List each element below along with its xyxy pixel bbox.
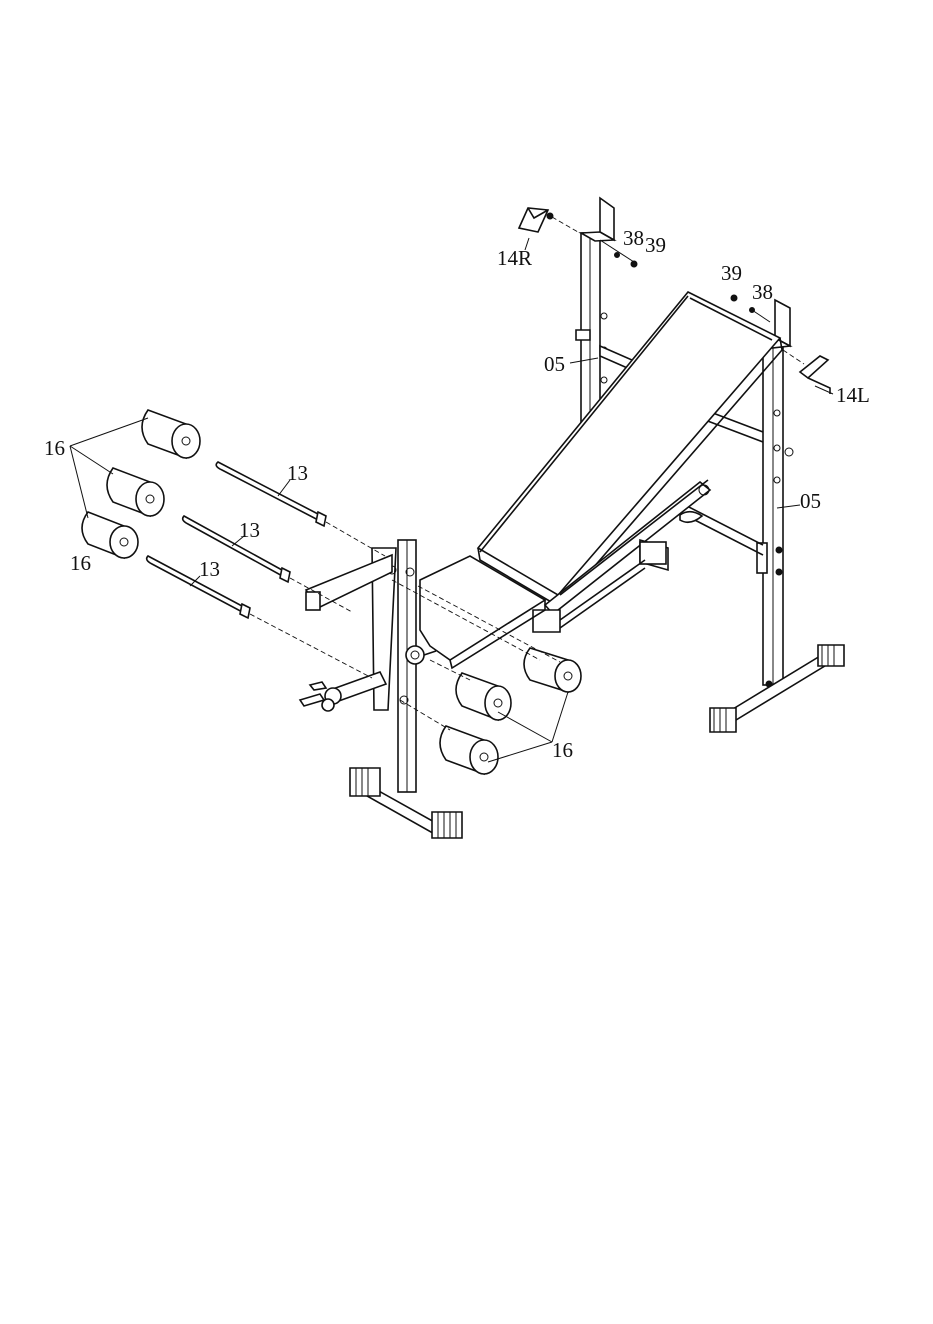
foam-roller-1 <box>142 410 200 458</box>
label-16-bottom-right: 16 <box>552 738 573 762</box>
foam-roller-2 <box>107 468 164 516</box>
foam-roller-5 <box>456 673 511 720</box>
label-13-bottom: 13 <box>199 557 220 581</box>
label-13-top: 13 <box>287 461 308 485</box>
label-39-left: 39 <box>721 261 742 285</box>
label-39-right: 39 <box>645 233 666 257</box>
label-38-right: 38 <box>623 226 644 250</box>
label-05-front: 05 <box>800 489 821 513</box>
safety-clip-14L <box>783 350 830 394</box>
label-05-rear: 05 <box>544 352 565 376</box>
label-13-middle: 13 <box>239 518 260 542</box>
label-14L: 14L <box>836 383 870 407</box>
label-14R: 14R <box>497 246 532 270</box>
leg-developer <box>300 540 436 792</box>
backrest-pad <box>478 292 782 606</box>
foam-roller-4 <box>524 648 581 692</box>
safety-clip-14R <box>519 208 578 232</box>
tube-13-1 <box>216 462 326 526</box>
foam-roller-6 <box>440 726 498 774</box>
label-16-top-left: 16 <box>44 436 65 460</box>
label-38-left: 38 <box>752 280 773 304</box>
label-16-bottom-left: 16 <box>70 551 91 575</box>
